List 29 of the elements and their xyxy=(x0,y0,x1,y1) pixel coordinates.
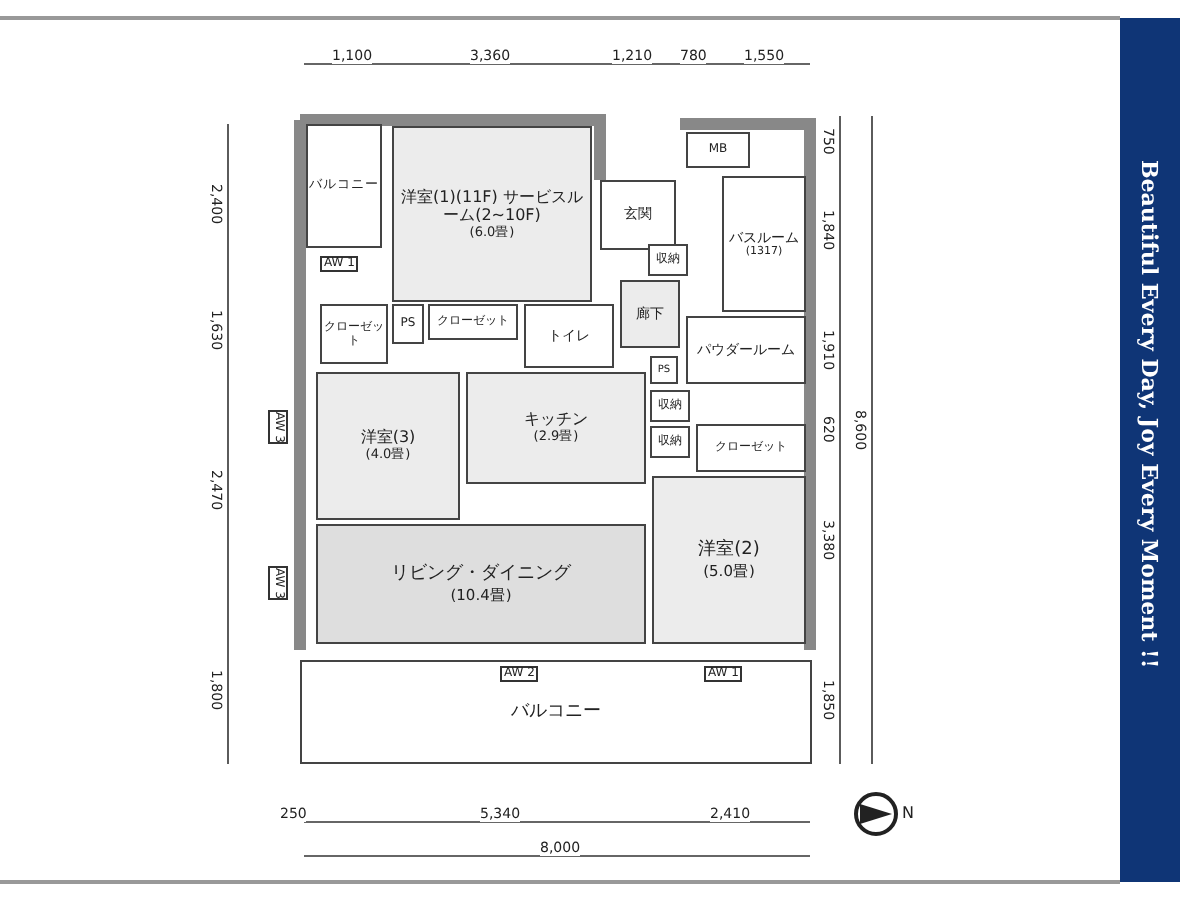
tagline: Beautiful Every Day, Joy Every Moment !! xyxy=(1138,160,1160,669)
room-box xyxy=(392,304,424,344)
room-box xyxy=(428,304,518,340)
room-box xyxy=(524,304,614,368)
room-box xyxy=(300,660,812,764)
room-box xyxy=(316,372,460,520)
compass-label: N xyxy=(902,806,914,822)
room-name: リビング・ダイニング xyxy=(391,564,571,586)
room-box xyxy=(648,244,688,276)
room-box xyxy=(306,124,382,248)
room-box xyxy=(686,316,806,384)
room-box xyxy=(696,424,806,472)
room-name: 洋室(2) xyxy=(698,540,760,562)
room-box xyxy=(650,426,690,458)
room-box xyxy=(600,180,676,250)
room-box xyxy=(652,476,806,644)
room-box xyxy=(686,132,750,168)
room-box xyxy=(316,524,646,644)
room-box xyxy=(320,304,388,364)
room-name: キッチン xyxy=(524,410,588,429)
room-box xyxy=(650,390,690,422)
room-name: バルコニー xyxy=(511,701,601,723)
room-box xyxy=(650,356,678,384)
room-box xyxy=(392,126,592,302)
room-name: 洋室(1)(11F) サービスルーム(2~10F) xyxy=(399,187,585,225)
room-box xyxy=(466,372,646,484)
room-name: 洋室(3) xyxy=(360,428,416,447)
room-box xyxy=(620,280,680,348)
room-box xyxy=(722,176,806,312)
